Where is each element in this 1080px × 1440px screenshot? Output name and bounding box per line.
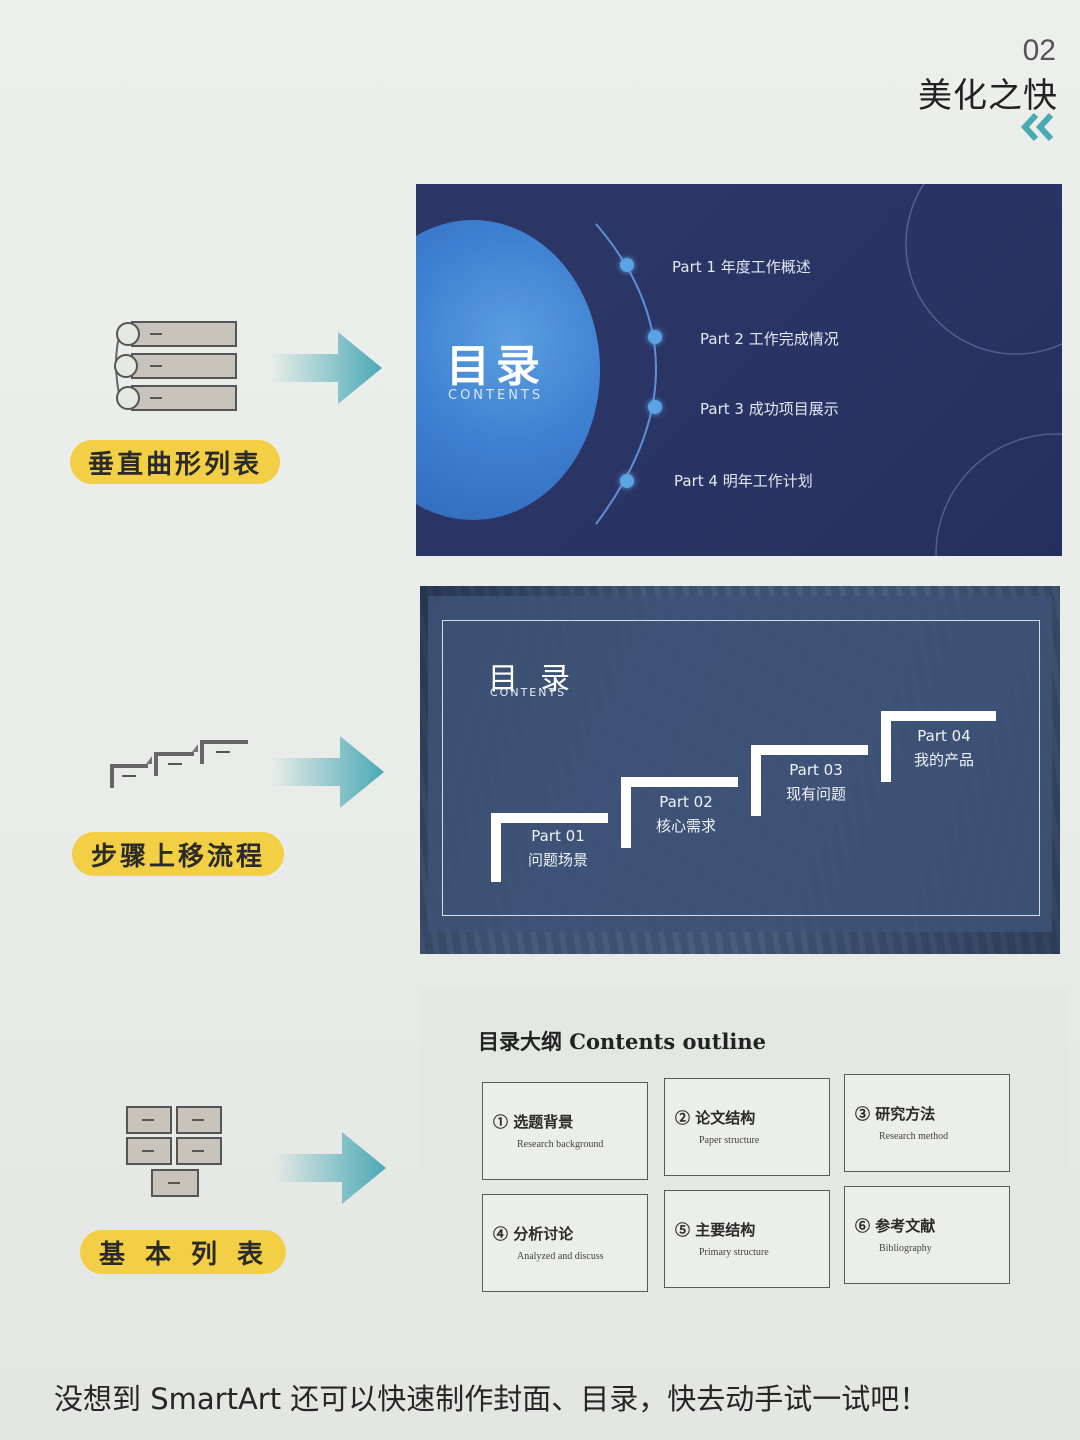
bullet-dot	[648, 400, 662, 414]
slide-frame	[442, 620, 1040, 916]
double-chevron-left-icon	[1020, 112, 1056, 146]
page-caption: 没想到 SmartArt 还可以快速制作封面、目录，快去动手试一试吧！	[54, 1382, 929, 1416]
step-text: 问题场景	[527, 851, 588, 869]
box-title: ③ 研究方法	[855, 1105, 936, 1123]
arrow-right-icon	[274, 1130, 390, 1210]
basic-list-icon	[124, 1104, 228, 1204]
list-item: Part 3 成功项目展示	[700, 400, 839, 418]
box-subtitle: Research method	[879, 1131, 949, 1142]
step-text: 我的产品	[913, 751, 974, 769]
outline-box: ③ 研究方法 Research method	[844, 1074, 1010, 1172]
label-basic-list: 基本列表	[80, 1230, 286, 1274]
step-item: Part 03 现有问题	[766, 758, 866, 806]
list-item: Part 1 年度工作概述	[672, 258, 811, 276]
arrow-right-icon	[272, 734, 388, 814]
box-subtitle: Research background	[517, 1139, 604, 1150]
slide-subtitle: CONTENTS	[490, 686, 567, 699]
slide-subtitle: CONTENTS	[448, 388, 544, 403]
vertical-curved-list-icon	[108, 316, 242, 424]
step-item: Part 04 我的产品	[894, 724, 994, 772]
page-number: 02	[1022, 34, 1056, 67]
label-step-up-process: 步骤上移流程	[72, 832, 284, 876]
list-item: Part 4 明年工作计划	[674, 472, 813, 490]
step-item: Part 01 问题场景	[508, 824, 608, 872]
slide-title: 目录	[446, 341, 546, 392]
slide-title: 目录大纲 Contents outline	[478, 1029, 767, 1054]
box-subtitle: Bibliography	[879, 1243, 932, 1254]
label-vertical-curved-list: 垂直曲形列表	[70, 440, 280, 484]
step-part: Part 04	[917, 727, 971, 745]
chapter-title: 美化之快	[918, 76, 1058, 116]
outline-box: ② 论文结构 Paper structure	[664, 1078, 830, 1176]
step-part: Part 01	[531, 827, 585, 845]
bullet-dot	[620, 258, 634, 272]
slide-basic-list: 目录大纲 Contents outline ① 选题背景 Research ba…	[420, 990, 1068, 1352]
outline-box: ④ 分析讨论 Analyzed and discuss	[482, 1194, 648, 1292]
step-part: Part 03	[789, 761, 843, 779]
outline-box: ① 选题背景 Research background	[482, 1082, 648, 1180]
box-title: ② 论文结构	[675, 1109, 756, 1127]
slide-vertical-curved-list: 目录 CONTENTS Part 1 年度工作概述 Part 2 工作完成情况 …	[416, 184, 1062, 556]
step-text: 现有问题	[785, 785, 846, 803]
step-item: Part 02 核心需求	[636, 790, 736, 838]
slide-step-up-process: 目录 CONTENTS Part 01 问题场景 Part 02 核心需求 Pa…	[420, 586, 1060, 954]
list-item: Part 2 工作完成情况	[700, 330, 839, 348]
step-part: Part 02	[659, 793, 713, 811]
box-title: ⑥ 参考文献	[855, 1217, 936, 1235]
box-subtitle: Analyzed and discuss	[517, 1251, 604, 1262]
bullet-dot	[620, 474, 634, 488]
box-subtitle: Primary structure	[699, 1247, 769, 1258]
box-subtitle: Paper structure	[699, 1135, 760, 1146]
outline-box: ⑤ 主要结构 Primary structure	[664, 1190, 830, 1288]
box-title: ① 选题背景	[493, 1113, 574, 1131]
box-title: ⑤ 主要结构	[675, 1221, 756, 1239]
slide-title: 目录	[488, 662, 592, 697]
step-text: 核心需求	[655, 817, 716, 835]
arrow-right-icon	[270, 330, 386, 410]
outline-box: ⑥ 参考文献 Bibliography	[844, 1186, 1010, 1284]
bullet-dot	[648, 330, 662, 344]
overlay-panel	[428, 596, 1052, 932]
box-title: ④ 分析讨论	[493, 1225, 574, 1243]
step-up-process-icon	[108, 736, 254, 796]
